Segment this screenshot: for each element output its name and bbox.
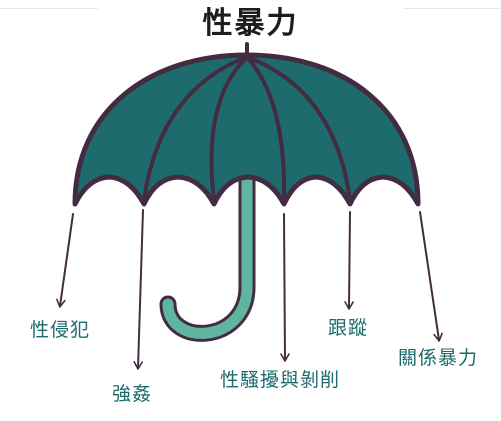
arrow-rape (133, 209, 144, 370)
top-right-divider (404, 8, 501, 9)
category-arrows (56, 209, 443, 370)
label-harassment-exploitation: 性騷擾與剝削 (220, 369, 341, 391)
arrow-sexual-assault (56, 213, 74, 308)
top-left-divider (0, 8, 98, 9)
label-sexual-assault: 性侵犯 (30, 319, 91, 341)
label-rape: 強姦 (112, 383, 153, 405)
umbrella-canopy (72, 52, 421, 207)
umbrella-handle-fill (162, 166, 253, 339)
arrow-harassment-exploitation (280, 213, 290, 362)
umbrella-ribs (142, 55, 352, 202)
label-relationship-violence: 關係暴力 (398, 347, 479, 369)
arrow-relationship-violence (419, 211, 443, 342)
label-stalking: 跟蹤 (328, 317, 369, 339)
arrow-stalking (344, 211, 354, 310)
diagram-title: 性暴力 (202, 6, 299, 41)
